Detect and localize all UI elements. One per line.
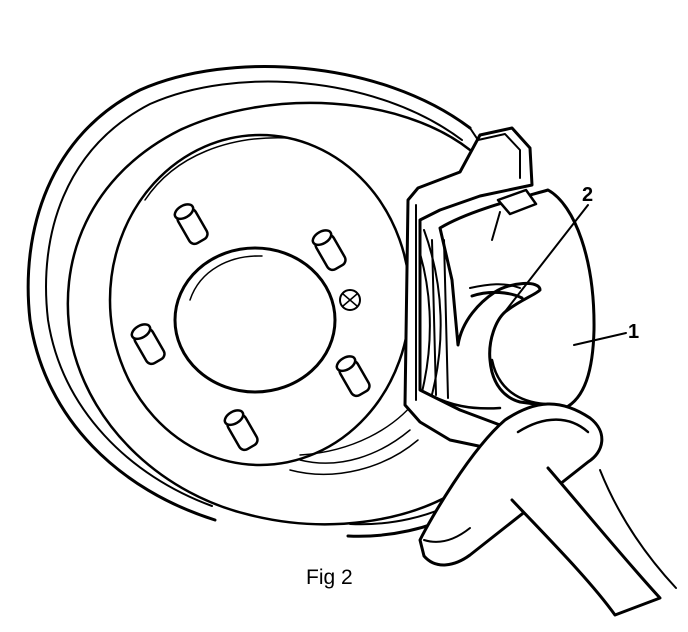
callout-1: 1 — [628, 321, 639, 343]
retaining-screw — [339, 289, 361, 311]
leader-lines — [499, 204, 627, 346]
leader-line-1 — [573, 332, 627, 346]
caliper-carrier — [403, 126, 534, 450]
wheel-stud — [311, 229, 347, 272]
brake-pads — [428, 239, 502, 410]
wheel-stud — [223, 409, 259, 452]
hammer — [418, 402, 677, 617]
caliper-body — [438, 188, 596, 410]
figure-caption: Fig 2 — [306, 566, 353, 589]
centre-bore — [173, 246, 337, 394]
dust-shield — [26, 65, 479, 538]
leader-line-2 — [499, 204, 589, 319]
wheel-stud — [130, 323, 166, 366]
wheel-studs — [130, 203, 371, 452]
callout-2: 2 — [582, 184, 593, 206]
wheel-stud — [335, 355, 371, 398]
wheel-stud — [173, 203, 209, 246]
